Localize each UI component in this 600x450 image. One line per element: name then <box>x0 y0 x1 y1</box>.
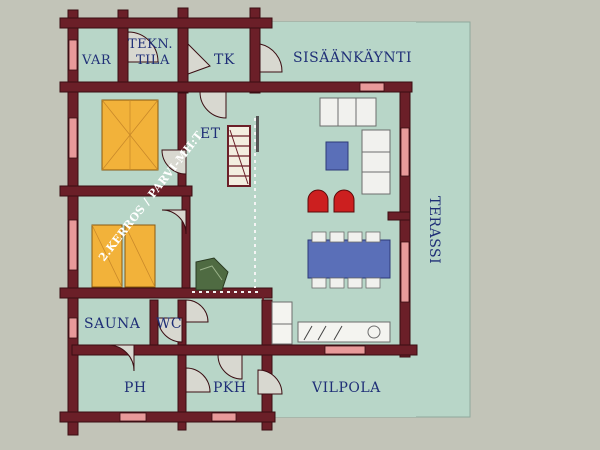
label-ph: PH <box>124 380 147 396</box>
sofa <box>319 97 391 195</box>
loft-beds <box>91 99 159 288</box>
label-et: ET <box>200 126 221 142</box>
fireplace <box>195 257 229 291</box>
doors <box>107 31 283 395</box>
label-sauna: SAUNA <box>84 316 141 332</box>
coffee-table <box>325 141 349 171</box>
label-sisaankaynti: SISÄÄNKÄYNTI <box>293 48 412 66</box>
staircase <box>227 116 259 187</box>
walls <box>59 7 418 436</box>
windows <box>68 39 410 422</box>
label-terassi: TERASSI <box>426 196 442 264</box>
label-tekn-2: TILA <box>136 53 170 68</box>
label-var: VAR <box>81 53 112 68</box>
label-vilpola: VILPOLA <box>311 380 381 396</box>
label-tk: TK <box>214 52 235 68</box>
kitchen <box>271 301 391 345</box>
armchairs <box>307 189 355 213</box>
label-pkh: PKH <box>213 380 247 396</box>
entry-step <box>262 296 264 300</box>
label-tekn-1: TEKN. <box>128 37 173 52</box>
dining-set <box>307 231 391 289</box>
label-wc: WC <box>156 316 182 332</box>
